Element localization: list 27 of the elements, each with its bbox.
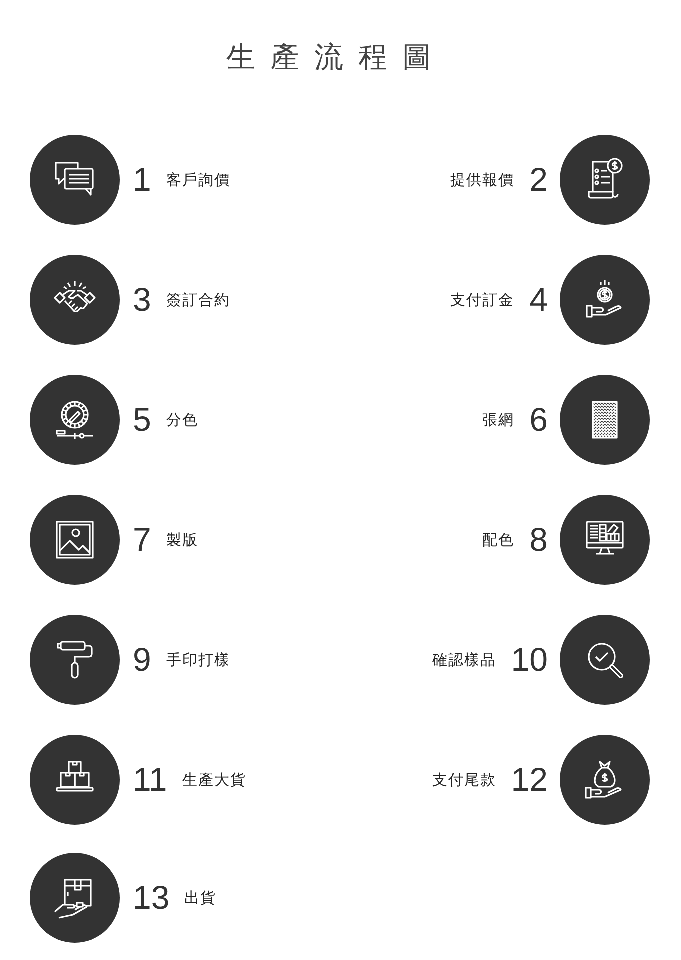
step-number: 8 — [530, 522, 548, 558]
step-label: 配色 — [482, 530, 515, 550]
step-label: 客戶詢價 — [166, 170, 230, 190]
step-number: 10 — [511, 642, 548, 678]
step-number: 12 — [511, 762, 548, 798]
step-label: 簽訂合約 — [166, 290, 230, 310]
step-label: 出貨 — [184, 888, 217, 908]
step-label: 張網 — [482, 410, 515, 430]
step-label: 製版 — [166, 530, 198, 550]
step-number: 9 — [133, 642, 152, 678]
diagram-title: 生產流程圖 — [226, 39, 446, 76]
step-number: 3 — [133, 282, 152, 318]
step-label: 支付尾款 — [432, 770, 496, 790]
step-number: 6 — [530, 402, 548, 438]
step-label: 提供報價 — [450, 170, 515, 190]
step-number: 2 — [530, 162, 548, 198]
step-label: 手印打樣 — [166, 650, 230, 670]
step-label: 確認樣品 — [432, 650, 496, 670]
step-number: 5 — [133, 402, 152, 438]
step-label: 支付訂金 — [450, 290, 515, 310]
step-number: 11 — [133, 762, 168, 798]
step-label: 生產大貨 — [182, 770, 246, 790]
step-number: 7 — [133, 522, 152, 558]
step-number: 1 — [133, 162, 152, 198]
step-number: 13 — [133, 880, 170, 916]
step-number: 4 — [530, 282, 548, 318]
step-label: 分色 — [166, 410, 198, 430]
